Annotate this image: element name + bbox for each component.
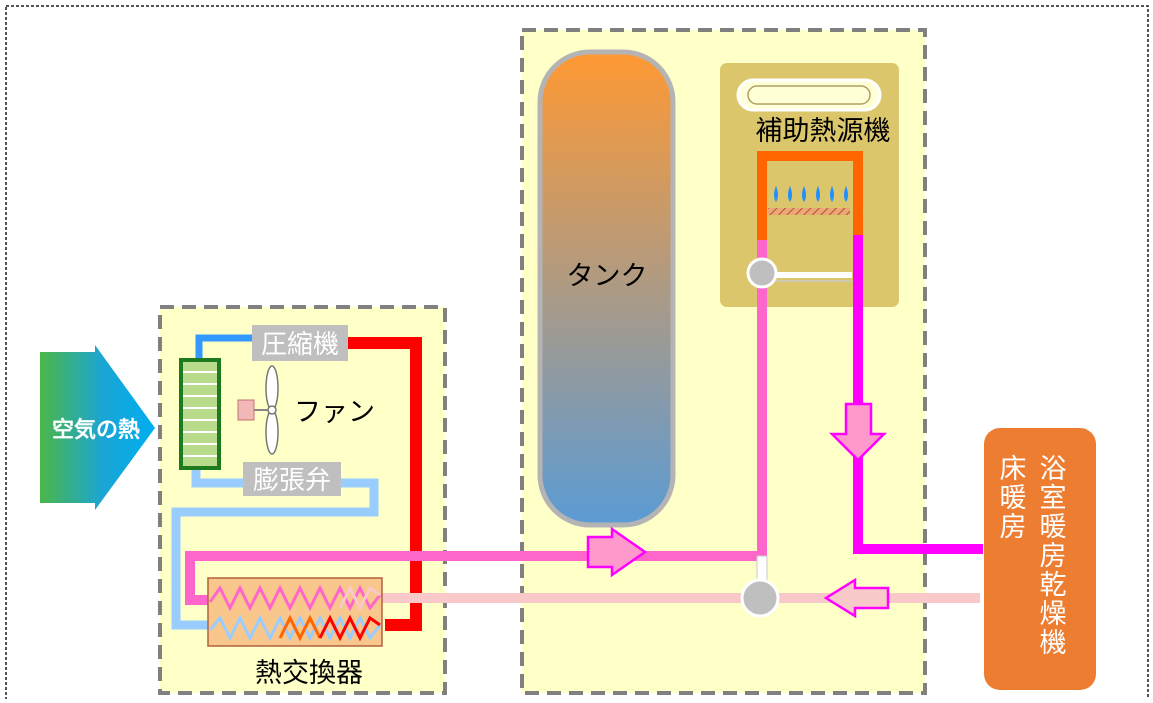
fan-icon	[237, 365, 279, 455]
fan-label: ファン	[294, 397, 375, 428]
expansion-valve-label-box	[243, 462, 341, 496]
compressor-label: 圧縮機	[261, 330, 339, 360]
heat-exchanger-label: 熱交換器	[255, 658, 363, 689]
storage-tank	[537, 49, 676, 528]
cold-refrigerant-line	[171, 465, 379, 630]
flow-arrow-left	[823, 577, 890, 619]
bathroom-dryer-label: 浴室暖房乾燥機	[1035, 454, 1067, 657]
heating-units-box	[984, 428, 1096, 690]
burner-frame	[757, 151, 863, 240]
aux-heater-label: 補助熱源機	[756, 116, 891, 147]
return-valve	[740, 578, 780, 618]
heating-supply-line	[853, 235, 983, 554]
mixing-valve	[746, 257, 778, 289]
flow-arrow-right	[586, 526, 648, 578]
floor-heating-label: 床暖房	[995, 454, 1027, 541]
air-heat-arrow	[40, 345, 155, 510]
hot-refrigerant-line	[340, 337, 422, 631]
expansion-valve-label: 膨張弁	[253, 466, 331, 496]
burner-flames	[768, 186, 850, 215]
tank-label: タンク	[567, 261, 648, 292]
outer-frame	[5, 5, 1149, 703]
compressor-label-box	[252, 325, 348, 361]
aux-heater-vent	[736, 78, 882, 112]
suction-line	[195, 334, 256, 358]
air-heat-label: 空気の熱	[52, 417, 140, 443]
water-inlet-line	[185, 240, 767, 605]
evaporator-coil	[179, 358, 221, 470]
heat-exchanger	[207, 577, 383, 647]
flow-arrow-down	[828, 402, 888, 462]
